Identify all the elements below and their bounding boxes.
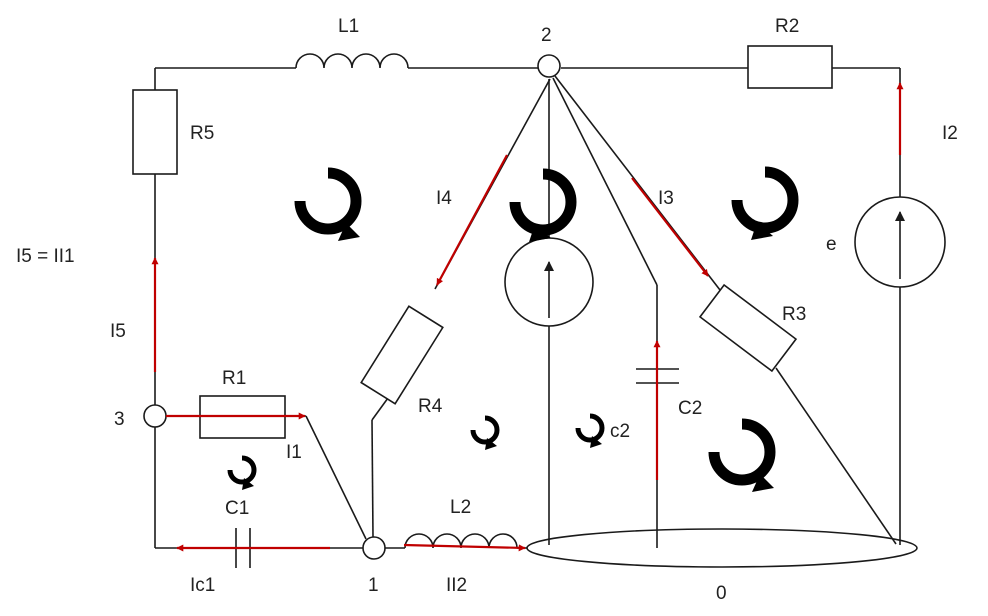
label-L1: L1 xyxy=(338,16,359,37)
voltage-source-e xyxy=(854,196,946,288)
current-arrow-II2 xyxy=(403,543,526,552)
resistor-R5 xyxy=(132,89,178,175)
clockwise-loop-icon xyxy=(708,418,776,492)
current-arrow-I3 xyxy=(631,177,709,277)
label-R1: R1 xyxy=(222,368,246,389)
label-R3: R3 xyxy=(782,304,806,325)
label-R4: R4 xyxy=(418,396,443,417)
label-I3: I3 xyxy=(658,188,674,209)
inductor-L1 xyxy=(295,53,409,69)
node-0-ellipse xyxy=(526,528,918,568)
resistor-R4 xyxy=(360,305,444,405)
label-I1: I1 xyxy=(286,442,302,463)
node-2-circle xyxy=(537,54,561,78)
node-1-circle xyxy=(362,536,386,560)
resistor-R2 xyxy=(747,45,833,89)
label-L2: L2 xyxy=(450,497,471,518)
label-node-2: 2 xyxy=(541,25,552,46)
label-node-0: 0 xyxy=(716,583,727,604)
current-arrow-I4 xyxy=(436,154,508,286)
label-I4: I4 xyxy=(436,188,452,209)
label-I2: I2 xyxy=(942,123,958,144)
inductor-L2 xyxy=(404,533,518,549)
resistor-R3 xyxy=(698,283,798,373)
label-I5-equals-II1: I5 = II1 xyxy=(16,246,75,267)
label-e: e xyxy=(826,234,837,255)
label-C1: C1 xyxy=(225,498,249,519)
clockwise-loop-icon xyxy=(227,455,257,490)
clockwise-loop-icon xyxy=(575,413,605,448)
label-Ic1: Ic1 xyxy=(190,575,215,596)
clockwise-loop-icon xyxy=(731,166,799,240)
label-I5: I5 xyxy=(110,321,126,342)
label-node-3: 3 xyxy=(114,409,125,430)
clockwise-loop-icon xyxy=(470,415,500,450)
label-R5: R5 xyxy=(190,123,214,144)
clockwise-loop-icon xyxy=(294,167,362,241)
label-II2: II2 xyxy=(446,575,467,596)
node-3-circle xyxy=(143,404,167,428)
label-node-1: 1 xyxy=(368,575,379,596)
current-arrows xyxy=(151,82,904,552)
label-R2: R2 xyxy=(775,16,799,37)
label-c2: c2 xyxy=(610,421,630,442)
clockwise-loop-icon xyxy=(509,168,577,242)
voltage-source-middle xyxy=(504,237,594,327)
label-C2: C2 xyxy=(678,398,702,419)
